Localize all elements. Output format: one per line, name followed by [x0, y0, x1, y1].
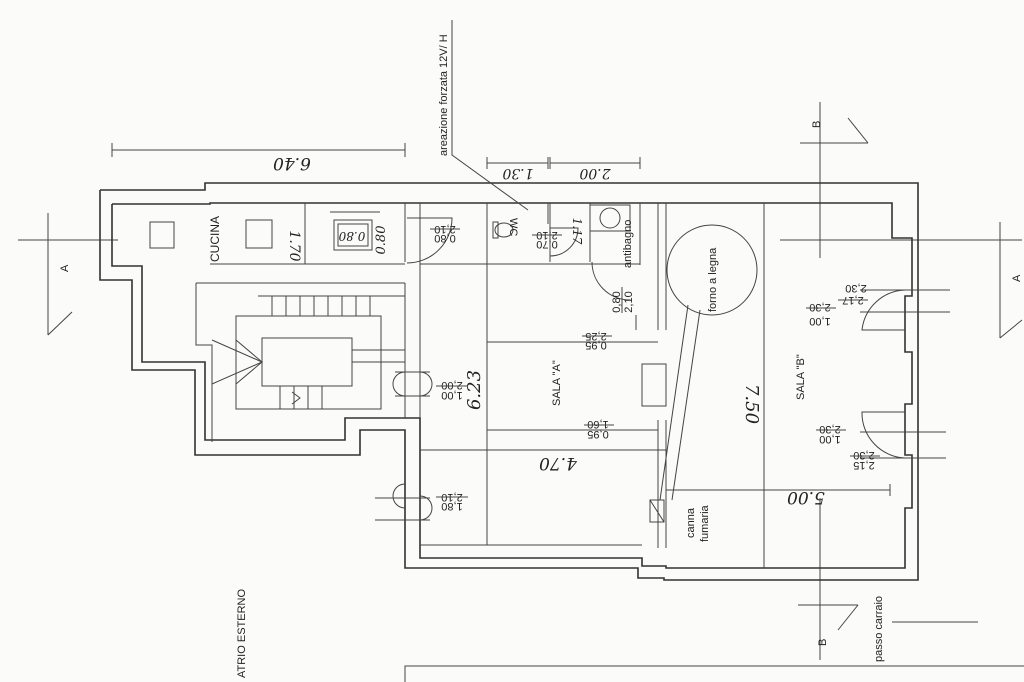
room-label-antibagno: antibagno [622, 220, 634, 268]
label-passo-carraio: passo carraio [873, 596, 885, 662]
section-label-a-right: A [1011, 274, 1023, 282]
section-label-b-top: B [811, 121, 823, 128]
opening-cucina: 2,10 0,80 [430, 223, 460, 244]
dim-7-50: 7.50 [741, 384, 762, 424]
wc-fixtures [492, 204, 631, 301]
opening-window-2: 1,60 0,95 [584, 418, 614, 440]
dim-6-23: 6.23 [464, 370, 485, 410]
svg-text:0,70: 0,70 [536, 238, 557, 250]
sala-a-windows [487, 341, 667, 431]
dim-4-70: 4.70 [539, 453, 578, 473]
svg-text:1,00: 1,00 [819, 433, 840, 445]
svg-text:2,00: 2,00 [441, 379, 462, 391]
label-forno-a-legna: forno a legna [707, 247, 719, 312]
opening-door-1: 2,00 1,00 [436, 379, 468, 401]
wood-oven [649, 224, 758, 523]
svg-text:2,15: 2,15 [853, 459, 874, 471]
dim-0-80-box: 0.80 [338, 229, 365, 243]
svg-text:2,30: 2,30 [853, 449, 874, 461]
interior-walls [195, 203, 765, 568]
svg-text:0,80: 0,80 [434, 232, 455, 244]
svg-text:1,00: 1,00 [441, 389, 462, 401]
kitchen-door-swing [406, 217, 453, 264]
room-label-wc: WC [507, 218, 519, 236]
dim-2-00: 2.00 [579, 165, 611, 181]
svg-text:0,95: 0,95 [587, 428, 608, 440]
svg-text:2,30: 2,30 [809, 301, 830, 313]
opening-sala-b-2: 2,30 1,00 2,30 2,15 [816, 423, 880, 471]
svg-text:1,60: 1,60 [587, 418, 608, 430]
section-line-b-top [800, 102, 869, 258]
dim-0-80-height: 0.80 [374, 226, 389, 255]
svg-text:0,80: 0,80 [611, 291, 623, 312]
svg-text:1,80: 1,80 [441, 500, 462, 512]
label-fumaria: fumaria [699, 504, 711, 542]
dim-1-70: 1.70 [286, 230, 302, 261]
dim-6-40: 6.40 [273, 153, 311, 173]
label-canna: canna [685, 507, 697, 538]
dimension-lines [111, 143, 891, 496]
opening-antibagno: 0,80 2,10 [611, 287, 635, 313]
opening-door-2: 2,10 1,80 [436, 491, 468, 512]
room-label-sala-a: SALA "A" [551, 360, 563, 406]
svg-text:2,30: 2,30 [819, 423, 840, 435]
svg-text:2,30: 2,30 [845, 282, 866, 294]
passo-carraio-mark [404, 621, 1024, 682]
opening-window-1: 2,25 0,95 [582, 330, 612, 351]
note-areazione-forzata: areazione forzata 12V/ H [438, 34, 450, 156]
exterior-walls [99, 182, 919, 581]
section-line-b-bottom [798, 498, 859, 660]
section-label-b-bottom: B [817, 639, 829, 646]
dim-1-30: 1.30 [502, 165, 533, 181]
label-atrio-esterno: ATRIO ESTERNO [236, 589, 248, 678]
left-doors [375, 371, 433, 521]
opening-wc: 2,10 0,70 [532, 229, 562, 250]
opening-sala-b-1: 2,30 2,17 2,30 1,00 [806, 282, 868, 327]
areazione-leader [451, 20, 529, 211]
dim-5-00: 5.00 [787, 487, 825, 507]
svg-text:1,00: 1,00 [809, 315, 830, 327]
kitchen-fixtures [149, 211, 380, 251]
room-label-sala-b: SALA "B" [795, 354, 807, 400]
dim-1-17: 1.17 [570, 218, 584, 245]
section-label-a-left: A [59, 264, 71, 272]
staircase [211, 295, 405, 410]
room-label-cucina: CUCINA [208, 216, 222, 262]
section-line-a-left [18, 213, 118, 336]
sala-b-doors [860, 289, 950, 459]
svg-text:0,95: 0,95 [585, 339, 606, 351]
svg-text:2,10: 2,10 [623, 291, 635, 312]
